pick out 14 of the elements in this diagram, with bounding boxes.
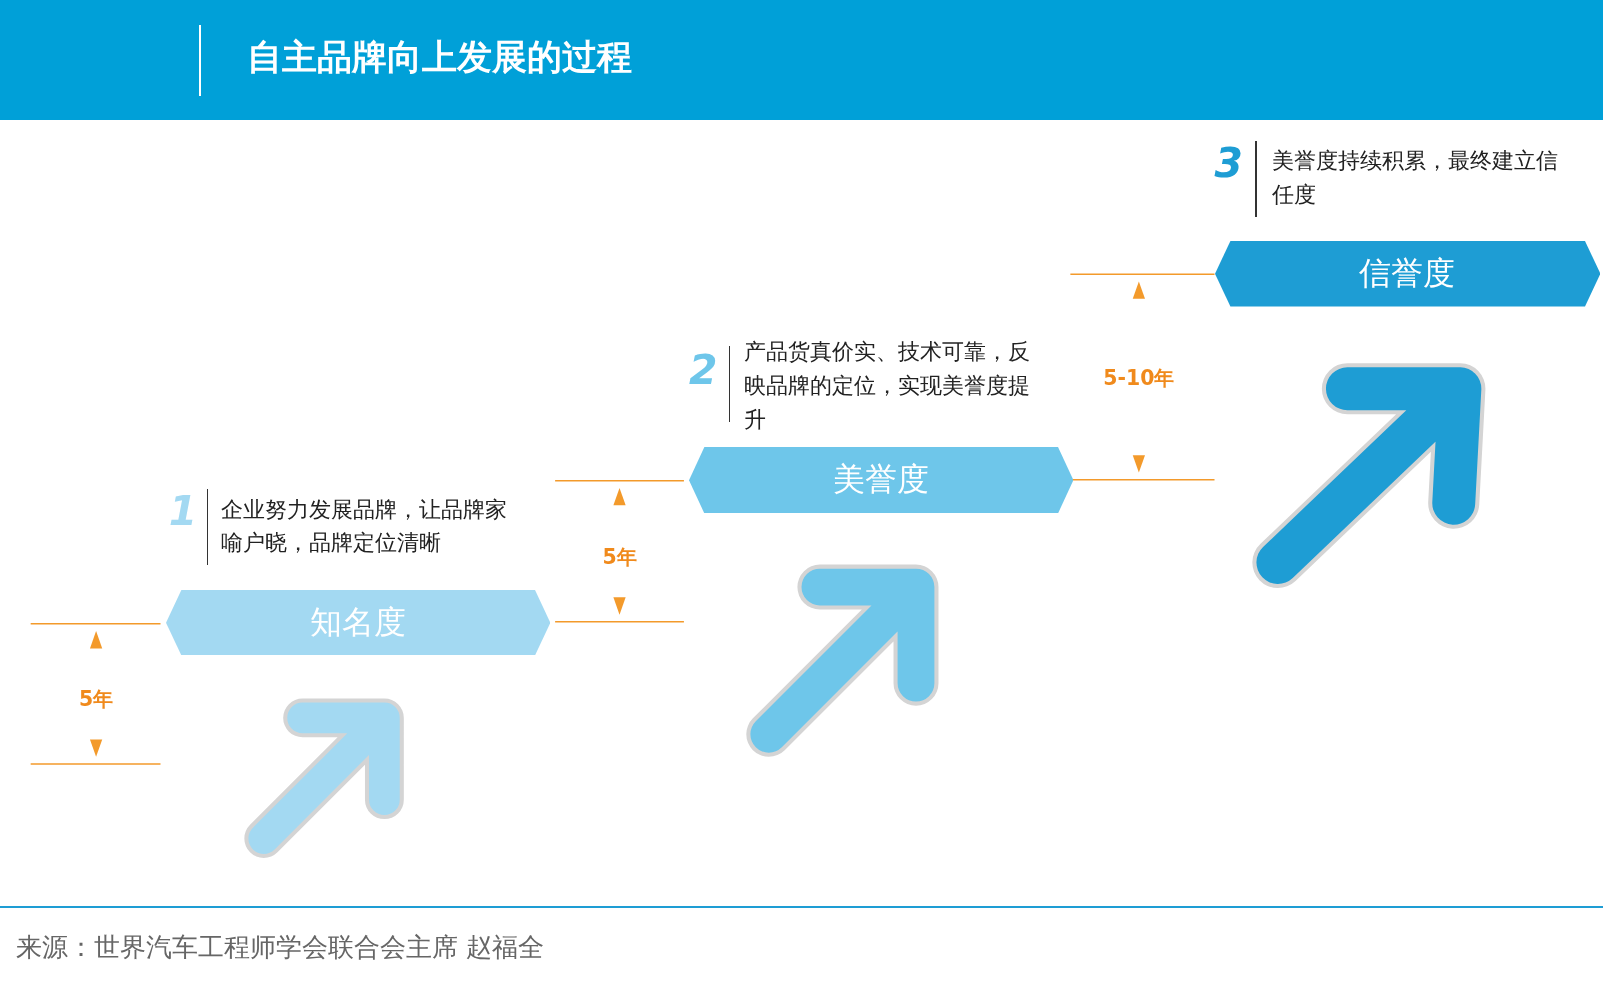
dimension-label: 5年 [601,543,638,571]
step-description: 美誉度持续积累，最终建立信任度 [1271,146,1559,209]
hexagon-banner: 知名度 [165,589,550,656]
dimension-label: 5-10年 [1102,364,1176,392]
step-number: 2 [689,347,716,393]
source-note: 来源：世界汽车工程师学会联合会主席 赵福全 [16,931,545,965]
step-number: 3 [1214,141,1242,187]
step-number: 1 [168,488,196,534]
hexagon-banner: 美誉度 [689,446,1074,514]
title: 自主品牌向上发展的过程 [247,35,633,79]
hexagon-banner: 信誉度 [1214,241,1600,307]
dimension-label: 5年 [77,685,115,713]
step-description: 产品货真价实、技术可靠，反映品牌的定位，实现美誉度提升 [744,337,1032,434]
step-description: 企业努力发展品牌，让品牌家喻户晓，品牌定位清晰 [220,494,508,558]
